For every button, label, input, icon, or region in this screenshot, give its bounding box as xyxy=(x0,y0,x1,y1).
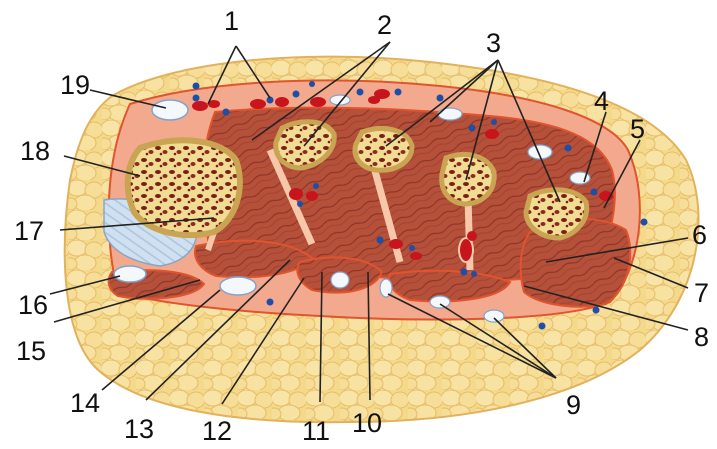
label-16: 16 xyxy=(18,290,48,320)
label-13: 13 xyxy=(124,414,154,444)
fourth-metatarsal-bone xyxy=(442,154,494,204)
label-5: 5 xyxy=(630,114,645,144)
label-7: 7 xyxy=(694,278,709,308)
tendon-16 xyxy=(114,266,146,282)
label-18: 18 xyxy=(20,136,50,166)
label-1: 1 xyxy=(224,6,239,36)
label-8: 8 xyxy=(694,322,709,352)
fifth-metatarsal-bone xyxy=(526,190,587,238)
label-19: 19 xyxy=(60,70,90,100)
label-10: 10 xyxy=(352,408,382,438)
tendon-19 xyxy=(152,100,188,120)
tendon-dorsal-b xyxy=(438,108,462,120)
label-6: 6 xyxy=(692,220,707,250)
label-17: 17 xyxy=(14,216,44,246)
label-14: 14 xyxy=(70,388,100,418)
tendon-9b xyxy=(430,296,450,308)
tendon-15 xyxy=(220,277,256,295)
label-3: 3 xyxy=(486,28,501,58)
label-15: 15 xyxy=(16,336,46,366)
label-11: 11 xyxy=(302,416,330,444)
label-12: 12 xyxy=(202,416,232,444)
label-4: 4 xyxy=(594,86,609,116)
tendon-10 xyxy=(331,272,349,288)
tendon-9c xyxy=(484,310,504,322)
label-2: 2 xyxy=(377,10,392,40)
third-metatarsal-bone xyxy=(355,128,412,170)
label-9: 9 xyxy=(566,390,581,420)
